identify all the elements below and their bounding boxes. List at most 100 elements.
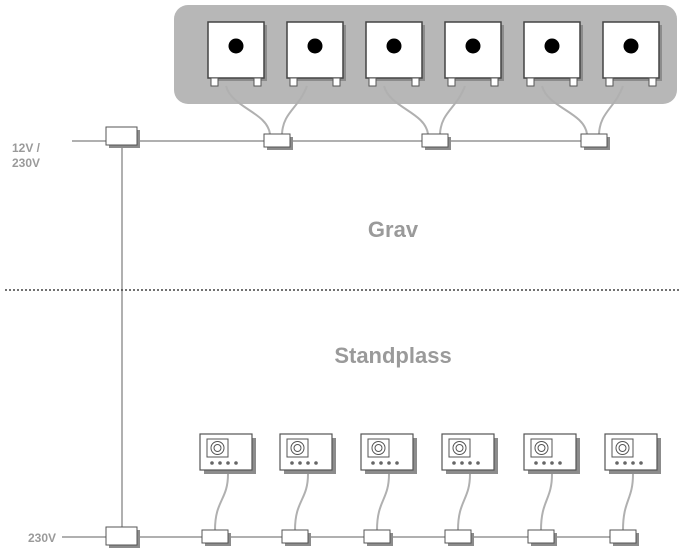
grave-light-bulb-icon xyxy=(544,38,560,54)
stand-unit-lamp-ring-icon xyxy=(615,441,630,455)
grave-light xyxy=(523,21,583,87)
junction-box-stand-unit xyxy=(363,529,393,546)
stand-unit-button-dot xyxy=(631,461,635,465)
junction-box-body xyxy=(281,529,309,544)
junction-box-stand-unit xyxy=(201,529,231,546)
stand-unit-lead-wire xyxy=(294,473,309,531)
grave-light xyxy=(365,21,425,87)
junction-box-body xyxy=(105,126,138,146)
stand-unit xyxy=(279,433,336,474)
stand-unit-lamp-ring-icon xyxy=(371,441,386,455)
junction-box-light-pair xyxy=(421,133,451,150)
junction-box-feed-bottom xyxy=(105,526,140,548)
power-label-top-2: 230V xyxy=(12,156,40,170)
light-lead-wire xyxy=(439,85,466,135)
stand-unit-button-dot xyxy=(623,461,627,465)
stand-unit-button-dot xyxy=(290,461,294,465)
stand-unit-button-dot xyxy=(379,461,383,465)
stand-unit-button-dot xyxy=(534,461,538,465)
junction-box-body xyxy=(105,526,138,546)
grave-light-leg xyxy=(332,77,341,87)
stand-unit xyxy=(441,433,498,474)
stand-unit-button-dot xyxy=(550,461,554,465)
grave-light-leg xyxy=(605,77,614,87)
stand-unit-button-dot xyxy=(615,461,619,465)
stand-unit-lamp-core-icon xyxy=(213,444,222,452)
stand-unit-lead-wire xyxy=(376,473,390,531)
zone-label-standplass: Standplass xyxy=(334,343,451,368)
grave-light-leg xyxy=(648,77,657,87)
light-lead-wire xyxy=(541,85,588,135)
stand-unit-lamp-core-icon xyxy=(293,444,302,452)
stand-unit-button-dot xyxy=(468,461,472,465)
junction-box-stand-unit xyxy=(609,529,639,546)
grave-light-leg xyxy=(210,77,219,87)
stand-unit-lamp-core-icon xyxy=(374,444,383,452)
stand-unit-button-dot xyxy=(452,461,456,465)
stand-unit-lead-wire xyxy=(540,473,553,531)
junction-box-body xyxy=(580,133,608,148)
junction-box-feed-top xyxy=(105,126,140,148)
junction-box-body xyxy=(527,529,555,544)
stand-unit-button-dot xyxy=(558,461,562,465)
junction-box-stand-unit xyxy=(527,529,557,546)
grave-light xyxy=(602,21,662,87)
junction-box-light-pair xyxy=(580,133,610,150)
zone-label-grav: Grav xyxy=(368,217,419,242)
grave-light-bulb-icon xyxy=(623,38,639,54)
junction-box-body xyxy=(263,133,291,148)
stand-unit-button-dot xyxy=(226,461,230,465)
stand-unit xyxy=(523,433,580,474)
grave-light-bulb-icon xyxy=(465,38,481,54)
stand-unit-lamp-core-icon xyxy=(618,444,627,452)
grave-light-leg xyxy=(411,77,420,87)
grave-light-leg xyxy=(289,77,298,87)
stand-unit-lamp-ring-icon xyxy=(290,441,305,455)
junction-boxes xyxy=(105,126,639,548)
power-label-bottom: 230V xyxy=(28,531,56,545)
stand-unit-lamp-core-icon xyxy=(455,444,464,452)
stand-unit-lead-wire xyxy=(622,473,634,531)
junction-box-body xyxy=(444,529,472,544)
grave-light xyxy=(207,21,267,87)
stand-unit-group xyxy=(199,433,661,474)
grave-light-leg xyxy=(490,77,499,87)
stand-unit-button-dot xyxy=(298,461,302,465)
grave-light-leg xyxy=(447,77,456,87)
grave-light-bulb-icon xyxy=(307,38,323,54)
stand-unit-button-dot xyxy=(395,461,399,465)
stand-unit-lamp-ring-icon xyxy=(452,441,467,455)
stand-unit-button-dot xyxy=(371,461,375,465)
grave-light-bulb-icon xyxy=(228,38,244,54)
grave-light-group xyxy=(207,21,662,87)
stand-unit-lead-wire xyxy=(457,473,471,531)
grave-light xyxy=(444,21,504,87)
stand-unit-button-dot xyxy=(542,461,546,465)
stand-unit-button-dot xyxy=(639,461,643,465)
grave-light-leg xyxy=(368,77,377,87)
grave-light-leg xyxy=(526,77,535,87)
junction-box-stand-unit xyxy=(281,529,311,546)
stand-unit-lamp-core-icon xyxy=(537,444,546,452)
stand-unit-button-dot xyxy=(476,461,480,465)
stand-unit-button-dot xyxy=(460,461,464,465)
light-lead-wire xyxy=(225,85,271,135)
stand-unit xyxy=(604,433,661,474)
junction-box-body xyxy=(421,133,449,148)
stand-unit-button-dot xyxy=(234,461,238,465)
stand-unit-button-dot xyxy=(218,461,222,465)
junction-box-body xyxy=(201,529,229,544)
stand-unit-button-dot xyxy=(314,461,318,465)
grave-light xyxy=(286,21,346,87)
stand-unit xyxy=(199,433,256,474)
grave-light-leg xyxy=(253,77,262,87)
stand-unit-button-dot xyxy=(387,461,391,465)
grave-light-bulb-icon xyxy=(386,38,402,54)
stand-unit-button-dot xyxy=(210,461,214,465)
junction-box-stand-unit xyxy=(444,529,474,546)
stand-unit-lamp-ring-icon xyxy=(210,441,225,455)
stand-unit-lamp-ring-icon xyxy=(534,441,549,455)
grave-light-leg xyxy=(569,77,578,87)
stand-unit xyxy=(360,433,417,474)
